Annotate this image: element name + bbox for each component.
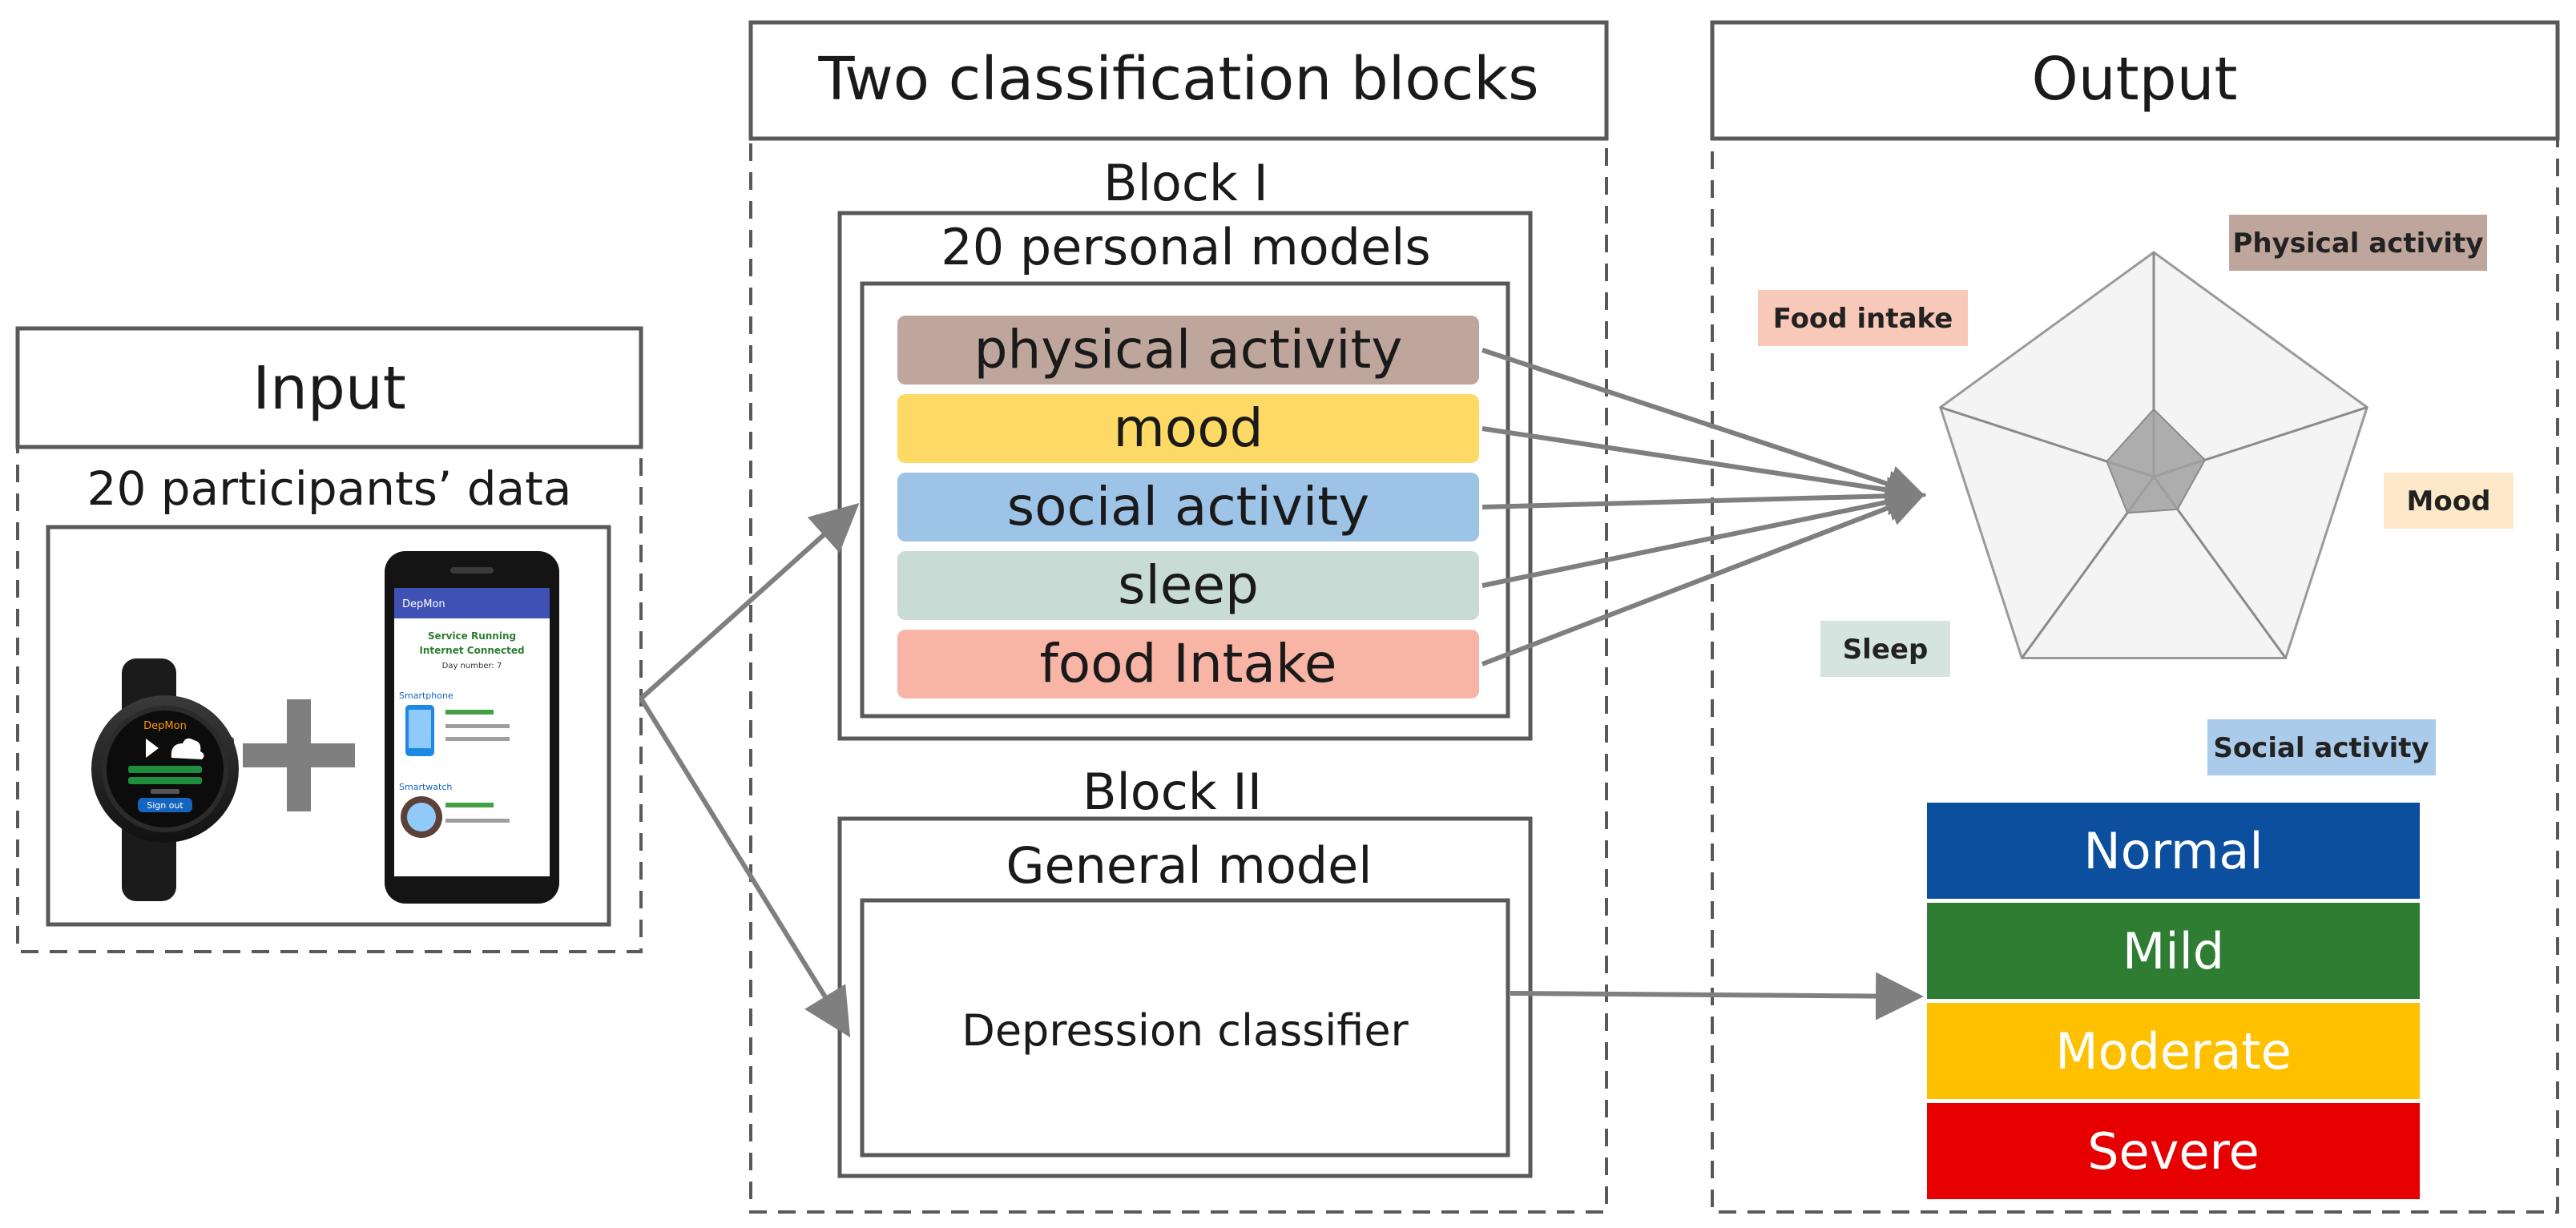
model-bar: [897, 316, 1479, 385]
severity-bar: [1927, 1003, 2420, 1099]
model-social-activity: social activity: [897, 473, 1479, 542]
model-bar: [897, 630, 1479, 699]
block2-subtitle: General model: [1006, 836, 1372, 895]
radar-label-food: Food intake: [1758, 290, 1968, 346]
input-subtitle: 20 participants’ data: [87, 461, 572, 516]
classification-header-box: [748, 20, 1609, 141]
svg-text:Social activity: Social activity: [2213, 732, 2429, 764]
svg-text:Physical activity: Physical activity: [2232, 227, 2483, 260]
severity-label: Normal: [2083, 822, 2263, 880]
severity-normal: Normal: [1927, 803, 2420, 899]
model-label: food Intake: [1040, 633, 1337, 695]
arrow-social-activity-to-radar: [1482, 477, 1926, 516]
classification-header: Two classification blocks: [817, 45, 1538, 114]
severity-moderate: Moderate: [1927, 1003, 2420, 1099]
input-header-box: [15, 326, 643, 449]
severity-bar: [1927, 903, 2420, 999]
block1-inner-box: [860, 281, 1510, 719]
block2-inner-box: [860, 898, 1510, 1158]
arrow-input-to-block2: [639, 697, 851, 1038]
classification-section: Two classification blocks Block I 20 per…: [748, 20, 1609, 1214]
block2-label: Block II: [1082, 763, 1262, 821]
output-section: Output Physical activity Food intake Moo…: [1710, 20, 2560, 1214]
severity-label: Mild: [2122, 922, 2224, 980]
output-dashed-panel: [1711, 137, 2559, 1214]
arrow-physical-activity-to-radar: [1482, 348, 1926, 503]
severity-severe: Severe: [1927, 1103, 2420, 1199]
phone-section-smartphone: Smartphone: [399, 690, 454, 701]
model-to-radar-arrows: [1481, 348, 1926, 666]
model-sleep: sleep: [897, 551, 1479, 620]
phone-app-title: DepMon: [402, 598, 445, 610]
classification-dashed-panel: [749, 137, 1608, 1214]
output-header: Output: [2031, 45, 2237, 114]
svg-text:Food intake: Food intake: [1773, 303, 1953, 335]
phone-status-service: Service Running: [428, 630, 516, 642]
radar-label-sleep: Sleep: [1820, 621, 1950, 677]
model-food-intake: food Intake: [897, 630, 1479, 699]
plus-icon: [243, 699, 355, 811]
personal-models-list: physical activity mood social activity slee…: [897, 316, 1479, 699]
radar-chart: [1938, 251, 2369, 659]
arrow-input-to-block1: [639, 502, 860, 701]
phone-app-bar: [394, 588, 550, 618]
block1-label: Block I: [1103, 154, 1268, 212]
model-bar: [897, 473, 1479, 542]
radar-data-area: [2106, 408, 2207, 514]
watch-signout-button[interactable]: [138, 798, 192, 812]
input-section: Input 20 participants’ data DepMon Sign …: [15, 326, 643, 953]
block1-subtitle: 20 personal models: [941, 218, 1430, 276]
watch-signout-label: Sign out: [147, 800, 183, 811]
play-icon: [146, 739, 159, 758]
radar-label-physical: Physical activity: [2229, 215, 2487, 271]
output-header-box: [1710, 20, 2560, 141]
severity-label: Moderate: [2055, 1022, 2292, 1081]
svg-text:Sleep: Sleep: [1843, 634, 1929, 666]
watch-app-title: DepMon: [143, 720, 187, 732]
arrow-food-intake-to-radar: [1481, 489, 1926, 666]
severity-label: Severe: [2087, 1122, 2260, 1181]
smartphone-image: DepMon Service Running Internet Connecte…: [385, 551, 559, 904]
depression-classifier-label: Depression classifier: [961, 1005, 1409, 1056]
model-label: mood: [1114, 397, 1264, 459]
severity-mild: Mild: [1927, 903, 2420, 999]
model-mood: mood: [897, 394, 1479, 463]
svg-text:Mood: Mood: [2407, 485, 2491, 517]
severity-bar: [1927, 803, 2420, 899]
arrow-classifier-to-severity: [1510, 972, 1924, 1021]
phone-status-internet: Internet Connected: [419, 645, 524, 656]
model-bar: [897, 394, 1479, 463]
arrow-sleep-to-radar: [1482, 482, 1926, 588]
flow-arrows: [639, 348, 1926, 1038]
phone-day-number: Day number: 7: [442, 662, 502, 670]
model-bar: [897, 551, 1479, 620]
smartwatch-image: DepMon Sign out: [91, 658, 239, 901]
severity-bar: [1927, 1103, 2420, 1199]
model-physical-activity: physical activity: [897, 316, 1479, 385]
radar-label-mood: Mood: [2384, 473, 2514, 529]
phone-section-smartwatch: Smartwatch: [399, 782, 452, 792]
input-header: Input: [252, 354, 406, 423]
block1-outer-box: [837, 211, 1533, 741]
cloud-upload-icon: [171, 738, 204, 759]
model-label: social activity: [1007, 476, 1369, 538]
model-label: physical activity: [974, 319, 1403, 380]
model-label: sleep: [1118, 554, 1259, 616]
arrow-mood-to-radar: [1482, 426, 1926, 509]
radar-label-social: Social activity: [2207, 719, 2436, 775]
